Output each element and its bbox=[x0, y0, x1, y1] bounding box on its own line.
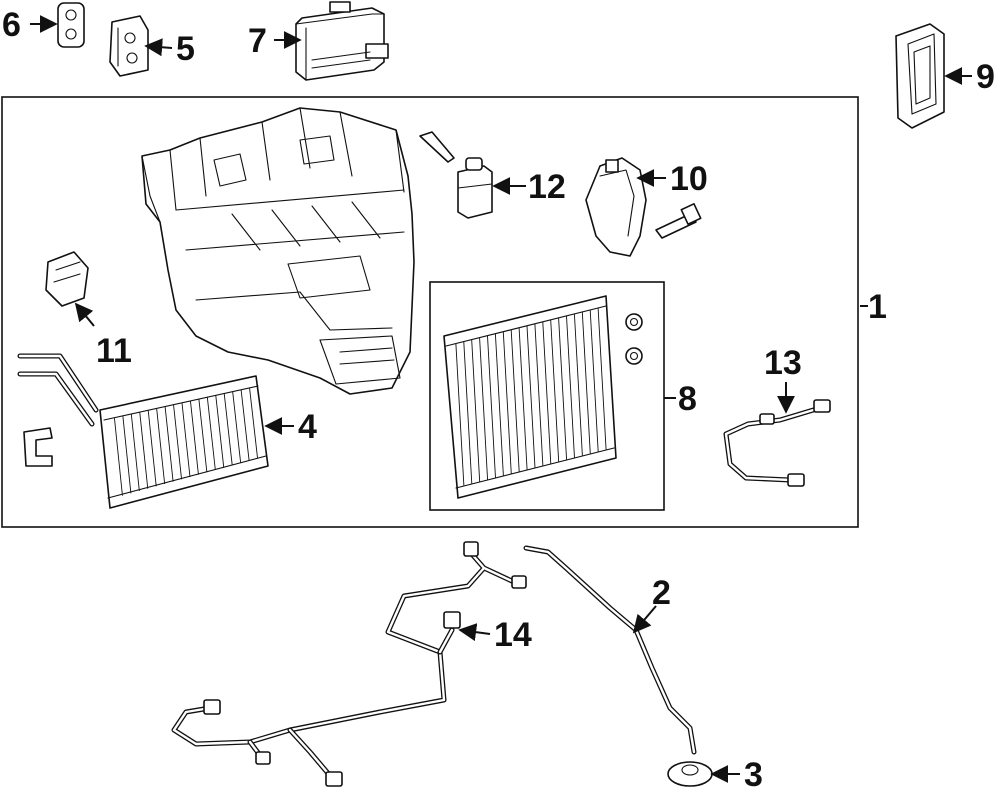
evaporator-subframe bbox=[429, 281, 665, 511]
heater-clip bbox=[23, 427, 53, 467]
part-12-actuator[interactable] bbox=[419, 131, 493, 219]
part-9-cover[interactable] bbox=[895, 23, 945, 129]
callout-10: 10 bbox=[670, 160, 708, 198]
callout-11: 11 bbox=[96, 332, 132, 370]
callout-8: 8 bbox=[678, 380, 697, 418]
callout-4: 4 bbox=[298, 408, 317, 446]
callout-1: 1 bbox=[868, 288, 887, 326]
callout-9: 9 bbox=[976, 58, 995, 96]
callout-leaders bbox=[30, 15, 972, 783]
callout-6: 6 bbox=[2, 6, 21, 44]
callout-2: 2 bbox=[652, 574, 671, 612]
part-14-wire-harness[interactable] bbox=[171, 541, 527, 787]
callout-14: 14 bbox=[494, 616, 532, 654]
callout-12: 12 bbox=[528, 168, 566, 206]
part-3-grommet[interactable] bbox=[667, 761, 713, 787]
part-13-wire-harness[interactable] bbox=[723, 399, 831, 487]
callout-3: 3 bbox=[744, 756, 763, 794]
callout-13: 13 bbox=[764, 344, 802, 382]
part-5-bracket[interactable] bbox=[109, 15, 149, 77]
part-8-evaporator[interactable] bbox=[443, 295, 643, 499]
hvac-housing[interactable] bbox=[141, 107, 415, 395]
part-6-bracket[interactable] bbox=[57, 2, 85, 48]
part-11-motor[interactable] bbox=[45, 251, 89, 307]
part-7-control-module[interactable] bbox=[295, 1, 389, 81]
assembly-frame bbox=[1, 96, 859, 528]
part-10-actuator[interactable] bbox=[585, 157, 702, 257]
callout-7: 7 bbox=[248, 22, 267, 60]
part-4-heater-core[interactable] bbox=[17, 353, 269, 509]
callout-labels: 1 2 3 4 5 6 7 8 9 10 11 12 13 14 bbox=[2, 6, 995, 794]
callout-5: 5 bbox=[176, 30, 195, 68]
